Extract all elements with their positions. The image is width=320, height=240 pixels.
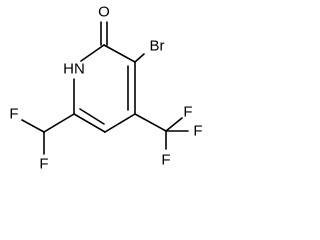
atom-fluorine-chf2-bottom: F (39, 156, 48, 173)
atom-bromine: Br (150, 38, 165, 55)
bond-cf3-f-top-right (165, 117, 183, 132)
bond-c2-n1 (80, 44, 105, 62)
atom-oxygen: O (98, 4, 110, 21)
bonds (21, 21, 189, 155)
atom-fluorine-cf3-right: F (193, 123, 202, 140)
atom-nitrogen-hn: HN (63, 61, 85, 78)
bond-c6-c5 (73, 113, 106, 133)
bond-c3-c2 (103, 44, 136, 63)
bond-c3-br (134, 53, 145, 63)
bond-c6-c5-inner (79, 108, 105, 125)
chemical-structure-diagram: O HN Br F F F F F (9, 4, 202, 173)
bond-c6-chf2 (43, 113, 75, 133)
bond-c4-cf3 (134, 113, 167, 132)
atom-fluorine-cf3-bottom: F (161, 152, 170, 169)
atom-labels: O HN Br F F F F F (9, 4, 202, 173)
bond-chf2-f-top (21, 119, 45, 133)
bond-c5-c4 (104, 113, 136, 133)
atom-fluorine-chf2-top: F (9, 106, 18, 123)
atom-fluorine-cf3-top-right: F (183, 104, 192, 121)
